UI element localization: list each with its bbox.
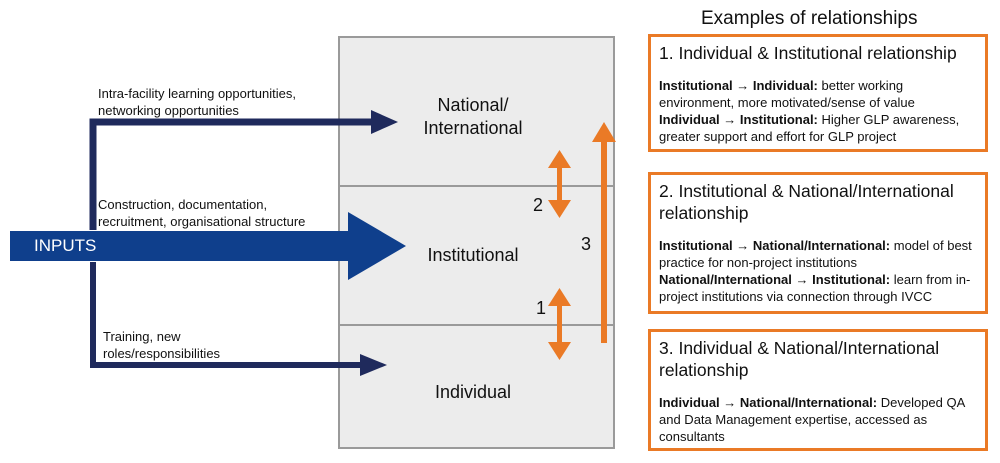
- example-box-3: 3. Individual & National/International r…: [648, 329, 988, 451]
- level-national-label: National/ International: [423, 95, 523, 138]
- inputs-arrow: [10, 212, 406, 280]
- level-individual-label: Individual: [434, 382, 512, 402]
- example-box-1: 1. Individual & Institutional relationsh…: [648, 34, 988, 152]
- bottom-input-arrow: [90, 262, 362, 368]
- top-arrow-label: Intra-facility learning opportunities, n…: [98, 86, 296, 118]
- example-box-2: 2. Institutional & National/Internationa…: [648, 172, 988, 314]
- example-box-2-line-1: Institutional → National/International: …: [659, 238, 972, 270]
- relationship-arrow-2: [548, 150, 571, 218]
- bottom-arrow-label: Training, new roles/responsibilities: [103, 329, 221, 361]
- example-box-1-line-2: Individual → Institutional: Higher GLP a…: [659, 112, 960, 144]
- top-arrowhead: [371, 110, 398, 134]
- level-panel-national: [338, 36, 615, 187]
- relationship-number-1: 1: [536, 298, 547, 318]
- example-box-2-title: 2. Institutional & National/Internationa…: [659, 181, 954, 223]
- relationship-number-3: 3: [581, 234, 592, 254]
- top-input-arrow: [89, 118, 373, 230]
- example-box-1-title: 1. Individual & Institutional relationsh…: [659, 43, 957, 63]
- examples-title: Examples of relationships: [701, 8, 918, 29]
- relationship-arrow-3: [592, 122, 616, 343]
- example-box-1-line-1: Institutional → Individual: better worki…: [659, 78, 915, 110]
- inputs-label: INPUTS: [34, 236, 97, 255]
- relationship-number-2: 2: [533, 195, 544, 215]
- middle-arrow-label: Construction, documentation, recruitment…: [98, 197, 306, 229]
- example-box-3-title: 3. Individual & National/International r…: [659, 338, 940, 380]
- example-box-3-line-1: Individual → National/International: Dev…: [659, 395, 965, 444]
- relationship-arrow-1: [548, 288, 571, 360]
- example-box-2-line-2: National/International → Institutional: …: [659, 272, 971, 304]
- level-institutional-label: Institutional: [427, 245, 519, 265]
- bottom-arrowhead: [360, 354, 387, 376]
